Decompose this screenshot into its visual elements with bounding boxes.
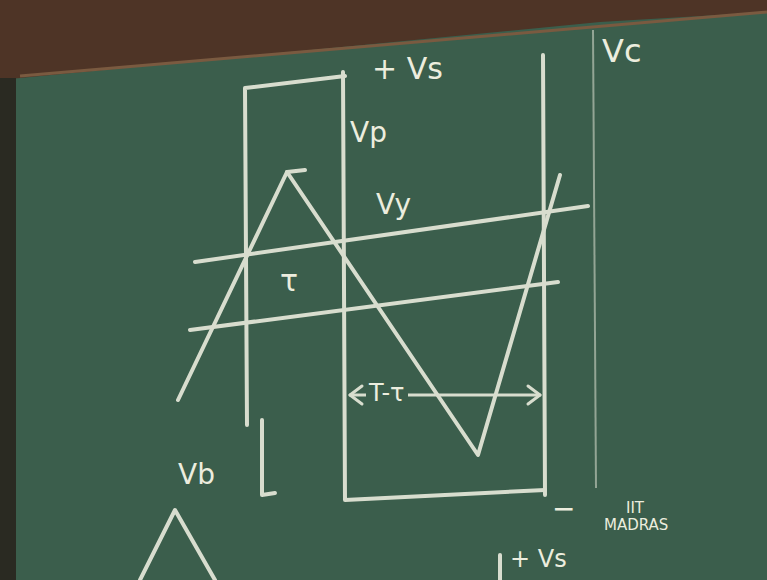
watermark: IIT MADRAS (604, 500, 666, 533)
label-anchor: T-τ (366, 380, 408, 406)
label-anchor: + Vs (372, 52, 443, 85)
label-anchor: Vy (376, 190, 411, 221)
pulse-wave (262, 420, 275, 495)
pulse-edge (498, 555, 502, 580)
label-anchor: τ (280, 264, 298, 297)
board-seam (593, 30, 596, 488)
arrow-head (528, 386, 540, 404)
signal-label: T-τ (366, 380, 408, 406)
triangle-wave (178, 170, 305, 400)
level-line (190, 282, 558, 330)
signal-label: τ (280, 264, 298, 297)
signal-label: − (552, 494, 575, 525)
signal-label: Vy (376, 190, 411, 221)
pulse-wave (245, 76, 345, 425)
label-anchor: Vp (350, 118, 387, 149)
label-anchor: Vc (602, 34, 641, 69)
signal-label: + Vs (510, 546, 567, 572)
triangle-wave (140, 510, 215, 580)
signal-label: Vb (178, 460, 215, 491)
pulse-edge (543, 55, 545, 495)
frame-side (0, 78, 16, 580)
signal-label: Vc (602, 34, 641, 69)
label-anchor: + Vs (510, 546, 567, 572)
signal-label: Vp (350, 118, 387, 149)
arrow-head (350, 386, 362, 404)
label-anchor: IIT MADRAS (604, 500, 666, 533)
label-anchor: Vb (178, 460, 215, 491)
signal-label: + Vs (372, 52, 443, 85)
label-anchor: − (552, 494, 575, 525)
